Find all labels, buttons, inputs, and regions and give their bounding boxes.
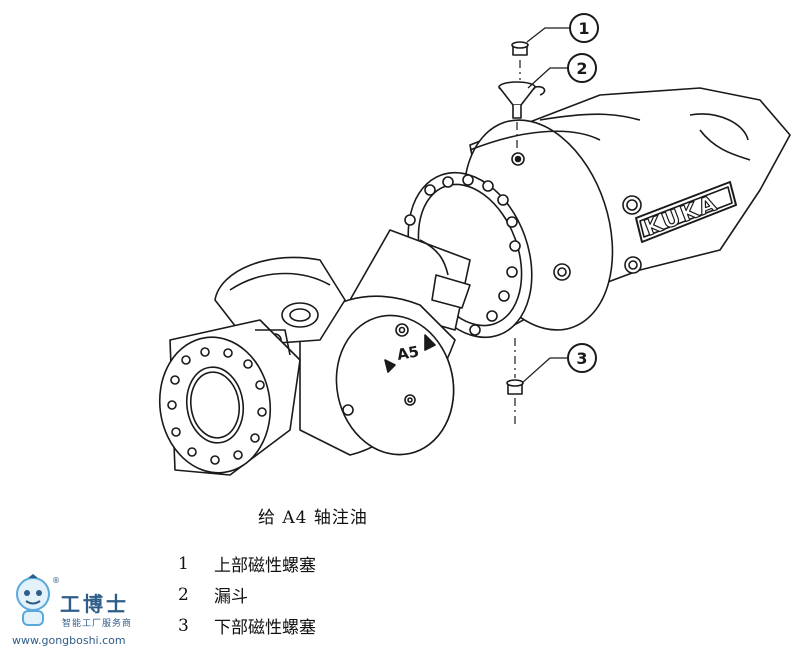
legend-item-text: 下部磁性螺塞 [214,618,316,638]
legend-item: 2 漏斗 [178,579,316,610]
upper-magnetic-plug [511,41,529,56]
robot-mascot-icon [16,574,50,626]
a5-axis-label: A5 [396,342,421,364]
lower-magnetic-plug [506,379,524,395]
legend-item-number: 2 [178,584,189,605]
legend-item-text: 漏斗 [214,587,248,607]
figure-caption: 给 A4 轴注油 [258,508,368,528]
legend-item: 3 下部磁性螺塞 [178,610,316,641]
callout-3-label: 3 [576,349,587,368]
callout-2: 2 [567,53,597,83]
callout-1-label: 1 [578,19,589,38]
callout-2-label: 2 [576,59,587,78]
watermark-logo: ® 工博士 智能工厂服务商 www.gongboshi.com [8,574,168,654]
funnel-icon [498,81,546,119]
legend-item: 1 上部磁性螺塞 [178,548,316,579]
registered-mark: ® [52,576,60,585]
assembly-guide-lines [514,60,521,425]
watermark-subtitle: 智能工厂服务商 [62,619,133,629]
callout-1: 1 [569,13,599,43]
legend-item-number: 3 [178,615,189,636]
callout-leaders [521,27,570,384]
legend-item-number: 1 [178,553,189,574]
watermark-brand-name: 工博士 [60,592,129,616]
legend-item-text: 上部磁性螺塞 [214,556,316,576]
robot-wrist-figure: KUKA A5 [158,13,791,476]
tool-flange [158,319,301,476]
figure-legend: 1 上部磁性螺塞 2 漏斗 3 下部磁性螺塞 [178,548,316,641]
callout-3: 3 [567,343,597,373]
a5-housing: A5 [299,295,456,456]
watermark-url: www.gongboshi.com [12,634,126,647]
